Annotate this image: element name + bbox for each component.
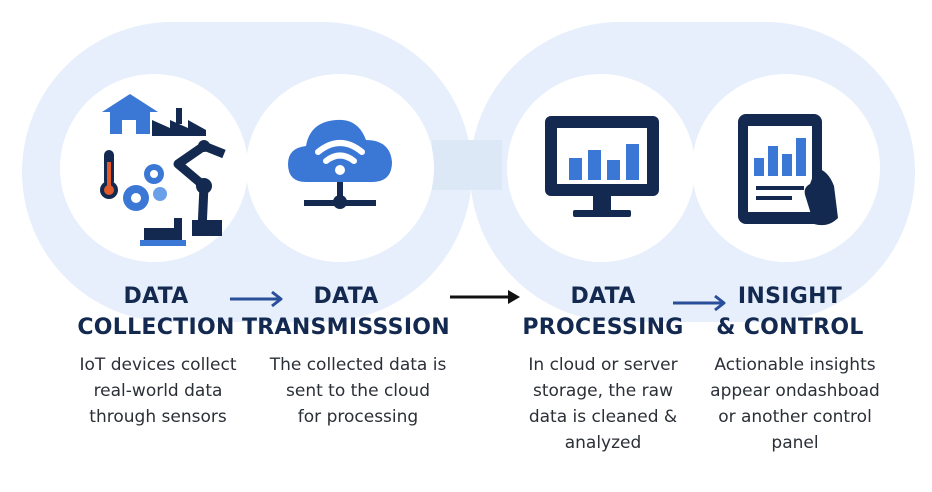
step-desc-insight: Actionable insights appear ondashboad or… <box>692 352 898 456</box>
transmission-title-line2: TRANSMISSSION <box>241 315 451 340</box>
collection-title-line1: DATA <box>123 284 189 309</box>
step-title-collection: DATA COLLECTION <box>60 281 252 343</box>
step-title-processing: DATA PROCESSING <box>505 281 701 343</box>
insight-desc-line3: or another control <box>718 407 872 427</box>
transmission-desc-line3: for processing <box>297 407 419 427</box>
processing-title-line1: DATA <box>570 284 636 309</box>
collection-desc-line3: through sensors <box>89 407 227 427</box>
arrow-processing-to-insight <box>673 294 726 312</box>
step-desc-collection: IoT devices collect real-world data thro… <box>60 352 256 430</box>
insight-desc-line2: appear ondashboad <box>710 381 880 401</box>
insight-title-line1: INSIGHT <box>737 284 843 309</box>
collection-desc-line2: real-world data <box>93 381 223 401</box>
step-desc-transmission: The collected data is sent to the cloud … <box>256 352 460 430</box>
step-title-insight: INSIGHT & CONTROL <box>700 281 880 343</box>
step-title-transmission: DATA TRANSMISSSION <box>240 281 452 343</box>
monitor-chart-icon <box>545 116 659 217</box>
cloud-wifi-icon <box>288 119 392 209</box>
transmission-desc-line2: sent to the cloud <box>286 381 430 401</box>
insight-desc-line4: panel <box>771 433 819 453</box>
arrow-transmission-to-processing <box>450 290 520 304</box>
processing-desc-line2: storage, the raw <box>532 381 673 401</box>
insight-title-line2: & CONTROL <box>716 315 864 340</box>
collection-title-line2: COLLECTION <box>77 315 235 340</box>
processing-desc-line4: analyzed <box>564 433 642 453</box>
transmission-title-line1: DATA <box>313 284 379 309</box>
processing-title-line2: PROCESSING <box>522 315 684 340</box>
background-band-bridge <box>432 140 502 190</box>
factory-sensors-icon <box>100 94 226 246</box>
tablet-chart-icon <box>738 114 838 226</box>
transmission-desc-line1: The collected data is <box>269 355 447 375</box>
processing-desc-line3: data is cleaned & <box>528 407 678 427</box>
collection-desc-line1: IoT devices collect <box>79 355 237 375</box>
step-desc-processing: In cloud or server storage, the raw data… <box>505 352 701 456</box>
insight-desc-line1: Actionable insights <box>714 355 876 375</box>
processing-desc-line1: In cloud or server <box>528 355 678 375</box>
arrow-collection-to-transmission <box>230 290 283 308</box>
